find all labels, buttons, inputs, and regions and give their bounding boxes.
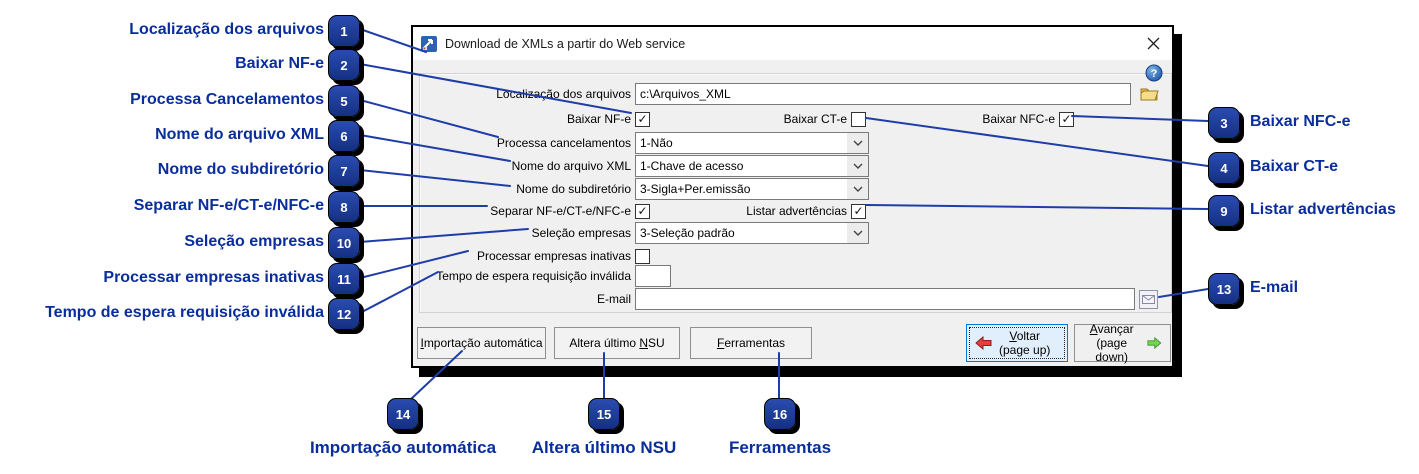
callout-badge-15: 15 bbox=[588, 398, 620, 430]
callout-badge-12: 12 bbox=[328, 298, 360, 330]
callout-label-altera-nsu: Altera último NSU bbox=[531, 438, 677, 457]
nome-subdiretorio-value: 3-Sigla+Per.emissão bbox=[640, 182, 751, 196]
callout-label-processar-inativas: Processar empresas inativas bbox=[103, 269, 324, 286]
callout-label-email: E-mail bbox=[1250, 279, 1299, 296]
baixar-nfe-checkbox[interactable] bbox=[635, 112, 650, 127]
callout-badge-8: 8 bbox=[328, 191, 360, 223]
callout-badge-16: 16 bbox=[764, 398, 796, 430]
selecao-empresas-value: 3-Seleção padrão bbox=[640, 226, 735, 240]
tempo-espera-label: Tempo de espera requisição inválida bbox=[436, 269, 631, 283]
baixar-nfce-checkbox[interactable] bbox=[1059, 112, 1074, 127]
callout-label-listar-advertencias: Listar advertências bbox=[1250, 201, 1396, 218]
red-arrow-left-icon bbox=[975, 336, 992, 350]
callout-badge-3: 3 bbox=[1208, 107, 1240, 139]
callout-label-baixar-cte: Baixar CT-e bbox=[1250, 158, 1339, 175]
nome-arquivo-select[interactable]: 1-Chave de acesso bbox=[635, 155, 869, 177]
chevron-down-icon bbox=[847, 179, 868, 199]
baixar-nfce-label: Baixar NFC-e bbox=[982, 112, 1055, 126]
voltar-button[interactable]: Voltar (page up) bbox=[966, 324, 1068, 362]
tempo-espera-input[interactable] bbox=[635, 265, 671, 287]
callout-label-processa-cancelamentos: Processa Cancelamentos bbox=[130, 91, 324, 108]
callout-badge-6: 6 bbox=[328, 120, 360, 152]
nome-subdiretorio-label: Nome do subdiretório bbox=[516, 182, 631, 196]
callout-label-localizacao: Localização dos arquivos bbox=[129, 21, 324, 38]
listar-advertencias-label: Listar advertências bbox=[746, 204, 847, 218]
app-icon bbox=[421, 35, 437, 52]
callout-label-baixar-nfce: Baixar NFC-e bbox=[1250, 113, 1351, 130]
callout-label-selecao-empresas: Seleção empresas bbox=[184, 233, 324, 250]
callout-badge-11: 11 bbox=[328, 263, 360, 295]
baixar-cte-label: Baixar CT-e bbox=[783, 112, 847, 126]
baixar-cte-checkbox[interactable] bbox=[851, 112, 866, 127]
callout-badge-1: 1 bbox=[328, 15, 360, 47]
avancar-button[interactable]: Avançar (page down) bbox=[1074, 322, 1171, 364]
localizacao-input[interactable] bbox=[635, 83, 1131, 105]
folder-icon bbox=[1140, 88, 1159, 101]
chevron-down-icon bbox=[847, 156, 868, 176]
nome-arquivo-label: Nome do arquivo XML bbox=[511, 159, 631, 173]
row-email: E-mail bbox=[420, 288, 1171, 310]
row-tempo-espera: Tempo de espera requisição inválida bbox=[420, 265, 1171, 287]
callout-label-baixar-nfe: Baixar NF-e bbox=[235, 55, 324, 72]
callout-label-ferramentas: Ferramentas bbox=[728, 438, 832, 457]
altera-ultimo-nsu-button[interactable]: Altera último NSU bbox=[554, 327, 680, 359]
chevron-down-icon bbox=[847, 133, 868, 153]
envelope-icon bbox=[1142, 295, 1155, 304]
email-label: E-mail bbox=[596, 292, 631, 306]
form-groupbox: Localização dos arquivos Baixar NF-e Bai… bbox=[419, 73, 1172, 313]
localizacao-label: Localização dos arquivos bbox=[496, 87, 631, 101]
callout-badge-2: 2 bbox=[328, 49, 360, 81]
send-email-button[interactable] bbox=[1139, 290, 1158, 309]
window-title: Download de XMLs a partir do Web service bbox=[445, 36, 686, 51]
ferramentas-button[interactable]: Ferramentas bbox=[690, 327, 812, 359]
row-nome-subdiretorio: Nome do subdiretório 3-Sigla+Per.emissão bbox=[420, 178, 1171, 200]
callout-badge-9: 9 bbox=[1208, 195, 1240, 227]
browse-folder-button[interactable] bbox=[1139, 85, 1159, 103]
callout-badge-10: 10 bbox=[328, 227, 360, 259]
callout-badge-14: 14 bbox=[387, 398, 419, 430]
selecao-empresas-select[interactable]: 3-Seleção padrão bbox=[635, 222, 869, 244]
email-input[interactable] bbox=[635, 288, 1135, 310]
row-processar-inativas: Processar empresas inativas bbox=[420, 245, 1171, 267]
processa-cancelamentos-value: 1-Não bbox=[640, 136, 673, 150]
row-selecao-empresas: Seleção empresas 3-Seleção padrão bbox=[420, 222, 1171, 244]
row-localizacao: Localização dos arquivos bbox=[420, 83, 1171, 105]
dialog-window: Download de XMLs a partir do Web service… bbox=[411, 25, 1174, 368]
row-baixar: Baixar NF-e Baixar CT-e Baixar NFC-e bbox=[420, 108, 1171, 130]
nome-arquivo-value: 1-Chave de acesso bbox=[640, 159, 744, 173]
callout-label-separar: Separar NF-e/CT-e/NFC-e bbox=[133, 197, 324, 214]
row-nome-arquivo: Nome do arquivo XML 1-Chave de acesso bbox=[420, 155, 1171, 177]
listar-advertencias-checkbox[interactable] bbox=[851, 204, 866, 219]
callout-badge-7: 7 bbox=[328, 155, 360, 187]
processa-cancelamentos-select[interactable]: 1-Não bbox=[635, 132, 869, 154]
processar-inativas-label: Processar empresas inativas bbox=[476, 249, 631, 263]
chevron-down-icon bbox=[847, 223, 868, 243]
callout-badge-13: 13 bbox=[1208, 273, 1240, 305]
processa-cancelamentos-label: Processa cancelamentos bbox=[496, 136, 631, 150]
callout-badge-4: 4 bbox=[1208, 152, 1240, 184]
close-icon bbox=[1147, 37, 1159, 50]
separar-label: Separar NF-e/CT-e/NFC-e bbox=[490, 204, 631, 218]
importacao-automatica-button[interactable]: Importação automática bbox=[417, 327, 546, 359]
row-processa-cancelamentos: Processa cancelamentos 1-Não bbox=[420, 132, 1171, 154]
callout-label-nome-arquivo: Nome do arquivo XML bbox=[155, 126, 324, 143]
help-icon[interactable]: ? bbox=[1145, 64, 1163, 82]
selecao-empresas-label: Seleção empresas bbox=[531, 226, 631, 240]
callout-label-importacao: Importação automática bbox=[309, 438, 497, 457]
title-bar: Download de XMLs a partir do Web service bbox=[413, 27, 1172, 60]
row-separar: Separar NF-e/CT-e/NFC-e Listar advertênc… bbox=[420, 200, 1171, 222]
callout-label-tempo-espera: Tempo de espera requisição inválida bbox=[45, 304, 324, 321]
green-arrow-right-icon bbox=[1147, 336, 1162, 350]
callout-label-nome-subdiretorio: Nome do subdiretório bbox=[157, 161, 324, 178]
baixar-nfe-label: Baixar NF-e bbox=[566, 112, 631, 126]
callout-badge-5: 5 bbox=[328, 85, 360, 117]
processar-inativas-checkbox[interactable] bbox=[635, 249, 650, 264]
svg-text:?: ? bbox=[1151, 68, 1158, 80]
close-button[interactable] bbox=[1142, 33, 1164, 55]
separar-checkbox[interactable] bbox=[635, 204, 650, 219]
nome-subdiretorio-select[interactable]: 3-Sigla+Per.emissão bbox=[635, 178, 869, 200]
